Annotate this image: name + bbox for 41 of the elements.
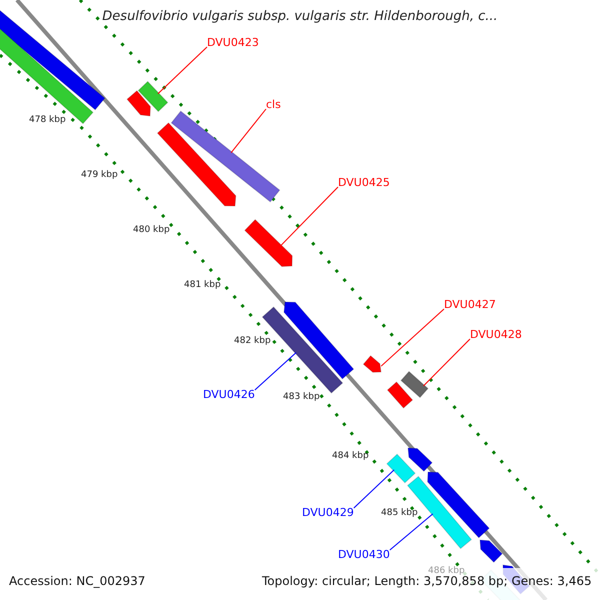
- genome-info-label: Topology: circular; Length: 3,570,858 bp; Genes: 3,465: [262, 574, 592, 588]
- leader-line: [230, 108, 266, 154]
- scale-label: 480 kbp: [133, 225, 170, 235]
- scale-label: 482 kbp: [234, 336, 271, 346]
- gene-label: DVU0429: [302, 506, 354, 519]
- accession-label: Accession: NC_002937: [9, 574, 146, 588]
- gene-label: DVU0427: [444, 298, 496, 311]
- gene-feature: [427, 471, 490, 538]
- leader-line: [380, 308, 444, 367]
- gene-feature: [362, 355, 382, 373]
- leader-line: [423, 338, 470, 386]
- leader-line: [254, 352, 297, 390]
- gene-bar: [400, 370, 429, 398]
- gene-feature: [407, 447, 433, 472]
- gene-label: DVU0426: [203, 388, 255, 401]
- gene-bar: [170, 110, 280, 203]
- scale-label: 481 kbp: [184, 280, 221, 290]
- gene-label: DVU0425: [338, 176, 390, 189]
- gene-feature: [283, 301, 354, 380]
- gene-bar: [138, 80, 168, 112]
- scale-label: 483 kbp: [283, 392, 320, 402]
- gene-bar: [386, 381, 414, 409]
- leader-line: [389, 513, 434, 550]
- leader-line: [157, 46, 208, 94]
- gene-label: DVU0430: [338, 548, 390, 561]
- gene-feature: [156, 122, 236, 206]
- gene-label: DVU0423: [207, 36, 259, 49]
- leader-line: [280, 186, 338, 246]
- map-title: Desulfovibrio vulgaris subsp. vulgaris str. Hildenborough, c...: [102, 9, 498, 24]
- gene-bar: [386, 454, 416, 484]
- scale-label: 479 kbp: [81, 170, 118, 180]
- gene-label: DVU0428: [470, 328, 522, 341]
- gene-feature: [126, 90, 151, 117]
- scale-label: 486 kbp: [428, 566, 465, 576]
- gene-label: cls: [266, 98, 281, 111]
- scale-label: 478 kbp: [29, 115, 66, 125]
- gene-feature: [244, 218, 293, 268]
- gene-feature: [479, 539, 503, 563]
- scale-label: 484 kbp: [332, 451, 369, 461]
- leader-line: [353, 469, 395, 508]
- scale-label: 485 kbp: [381, 508, 418, 518]
